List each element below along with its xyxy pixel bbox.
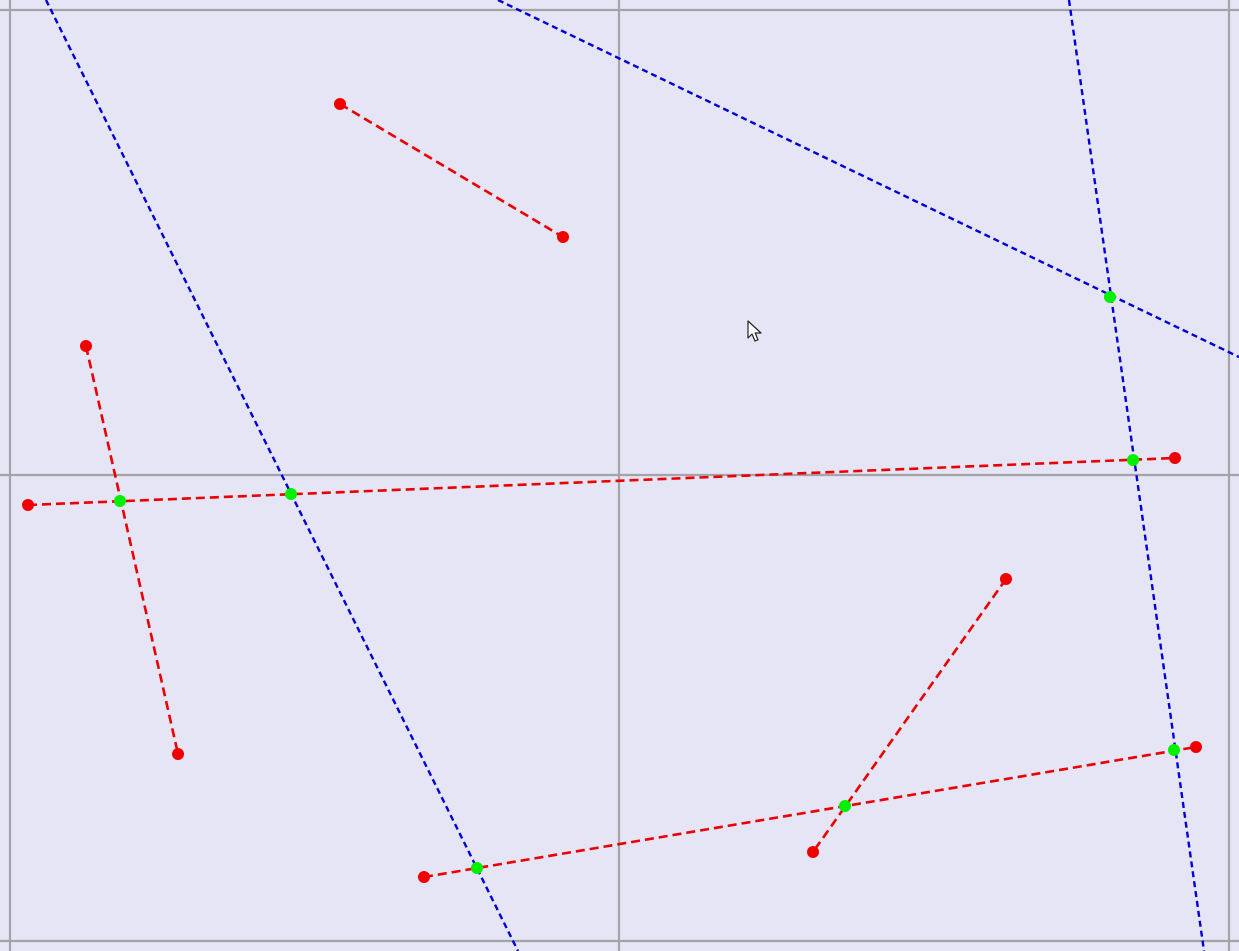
intersection-point[interactable] <box>471 862 483 874</box>
segment-left-steep[interactable] <box>84 345 180 755</box>
endpoint[interactable] <box>1190 741 1202 753</box>
intersection-point[interactable] <box>1127 454 1139 466</box>
blue-line-left-diagonal[interactable] <box>44 0 520 951</box>
segments <box>27 102 1197 879</box>
mouse-pointer-icon <box>747 320 762 342</box>
endpoint[interactable] <box>22 499 34 511</box>
intersection-point[interactable] <box>285 488 297 500</box>
intersection-point[interactable] <box>1104 291 1116 303</box>
segment-top[interactable] <box>339 102 564 239</box>
intersections <box>114 291 1180 874</box>
endpoint[interactable] <box>80 340 92 352</box>
endpoint[interactable] <box>1000 573 1012 585</box>
endpoint[interactable] <box>1169 452 1181 464</box>
segment-long-middle[interactable] <box>27 456 1176 507</box>
endpoints <box>22 98 1202 883</box>
blue-line-right-steep[interactable] <box>1067 0 1206 951</box>
endpoint[interactable] <box>172 748 184 760</box>
intersection-point[interactable] <box>839 800 851 812</box>
endpoint[interactable] <box>418 871 430 883</box>
intersection-point[interactable] <box>114 495 126 507</box>
blue-line-top-diagonal[interactable] <box>497 0 1239 359</box>
endpoint[interactable] <box>334 98 346 110</box>
intersection-point[interactable] <box>1168 744 1180 756</box>
segment-long-bottom[interactable] <box>423 745 1197 879</box>
endpoint[interactable] <box>557 231 569 243</box>
endpoint[interactable] <box>807 846 819 858</box>
